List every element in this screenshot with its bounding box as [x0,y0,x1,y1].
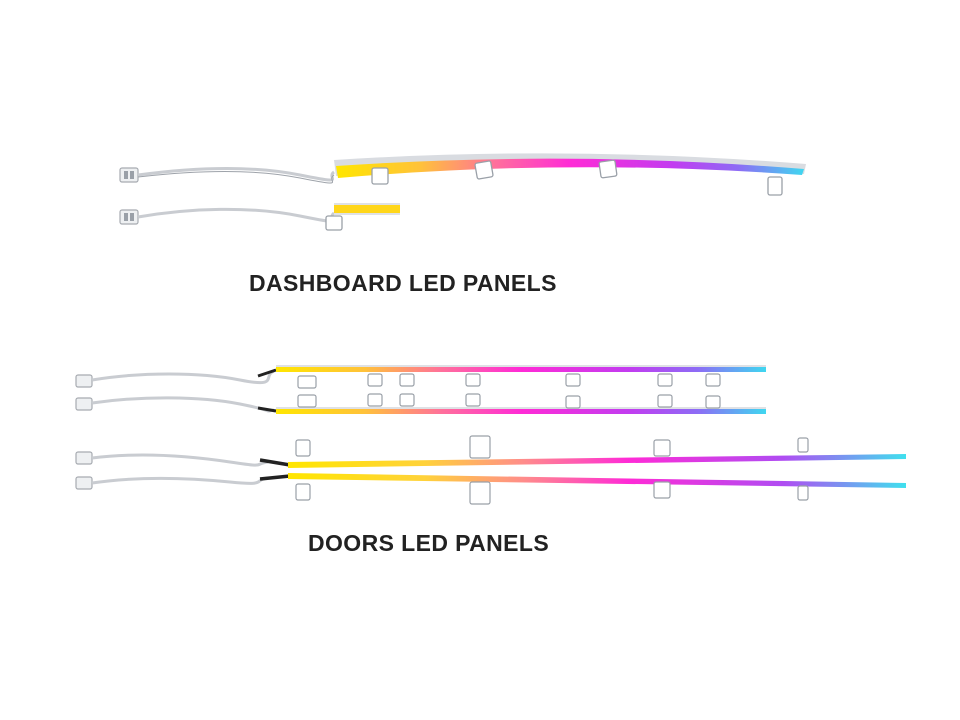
doors-caption: DOORS LED PANELS [308,530,550,556]
door-strip-2 [75,396,766,414]
dashboard-caption: DASHBOARD LED PANELS [249,270,557,296]
connector-plug [119,167,139,183]
door-strip-1 [75,365,766,388]
door-strip-3 [75,451,906,468]
mounting-clip [371,167,389,185]
dashboard-strip-long [119,153,806,196]
dashboard-strip-short [119,203,400,231]
mounting-clips-row [297,373,721,409]
door-strip-4 [75,473,906,490]
wire [137,207,336,223]
mounting-clips-row-long [295,435,809,505]
connector-plug [119,209,139,225]
